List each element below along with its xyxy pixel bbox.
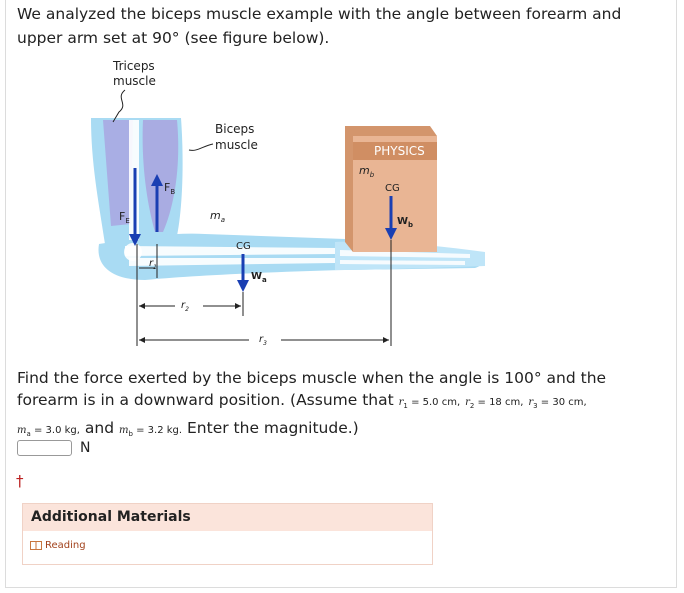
answer-input[interactable] <box>17 440 72 456</box>
book-title: PHYSICS <box>374 144 425 158</box>
svg-text:Wb: Wb <box>397 216 413 229</box>
ma-symbol: m <box>210 209 221 222</box>
question-text: Find the force exerted by the biceps mus… <box>17 369 607 438</box>
svg-text:Wa: Wa <box>251 271 267 284</box>
triceps-label-1: Triceps <box>112 59 155 73</box>
wb-subscript: b <box>408 221 413 229</box>
fe-symbol: F <box>119 210 125 223</box>
mb-symbol: m <box>359 164 370 177</box>
cg-label-book: CG <box>385 183 400 194</box>
cg-label-forearm: CG <box>236 241 251 252</box>
intro-text: We analyzed the biceps muscle example wi… <box>17 5 622 47</box>
r3-subscript: 3 <box>263 340 267 347</box>
r3-symbol: r <box>259 334 264 345</box>
wa-symbol: W <box>251 271 262 282</box>
mb-subscript: b <box>370 171 375 179</box>
r1-subscript: 1 <box>153 264 157 271</box>
and-word: and <box>84 419 115 437</box>
question-part2: Enter the magnitude.) <box>187 419 359 437</box>
ma-value: = 3.0 kg, <box>33 425 80 436</box>
svg-text:r2: r2 <box>181 300 189 313</box>
r2-value: = 18 cm, <box>477 397 524 408</box>
question-part1: Find the force exerted by the biceps mus… <box>17 369 607 409</box>
r3-value: = 30 cm, <box>540 397 587 408</box>
reading-link[interactable]: Reading <box>30 540 432 551</box>
r1-symbol: r <box>149 258 154 269</box>
reading-link-label: Reading <box>45 540 86 551</box>
ma-subscript: a <box>221 216 225 224</box>
r2-symbol: r <box>181 300 186 311</box>
biceps-label-2: muscle <box>215 138 258 152</box>
answer-row: N <box>17 440 90 456</box>
content-frame <box>5 0 677 588</box>
svg-text:FE: FE <box>119 210 130 225</box>
triceps-label-2: muscle <box>113 74 156 88</box>
wb-symbol: W <box>397 216 408 227</box>
r2-subscript: 2 <box>185 306 189 313</box>
biceps-label-1: Biceps <box>215 122 254 136</box>
wa-subscript: a <box>262 276 267 284</box>
svg-text:mb: mb <box>359 164 375 179</box>
additional-materials-panel: Additional Materials Reading <box>22 503 433 565</box>
fb-subscript: B <box>170 188 175 196</box>
biceps-figure: PHYSICS Triceps muscle Biceps muscle ma … <box>91 59 485 347</box>
svg-text:ma: ma <box>210 209 225 224</box>
dagger-mark: † <box>16 472 24 490</box>
fe-subscript: E <box>125 217 129 225</box>
svg-text:r1: r1 <box>149 258 157 271</box>
fb-symbol: F <box>164 181 170 194</box>
mb-value: = 3.2 kg. <box>136 425 183 436</box>
r1-value: = 5.0 cm, <box>411 397 461 408</box>
svg-text:r3: r3 <box>259 334 267 347</box>
book-icon <box>30 541 42 550</box>
answer-unit: N <box>80 440 91 456</box>
additional-materials-heading: Additional Materials <box>23 504 432 531</box>
svg-text:FB: FB <box>164 181 175 196</box>
